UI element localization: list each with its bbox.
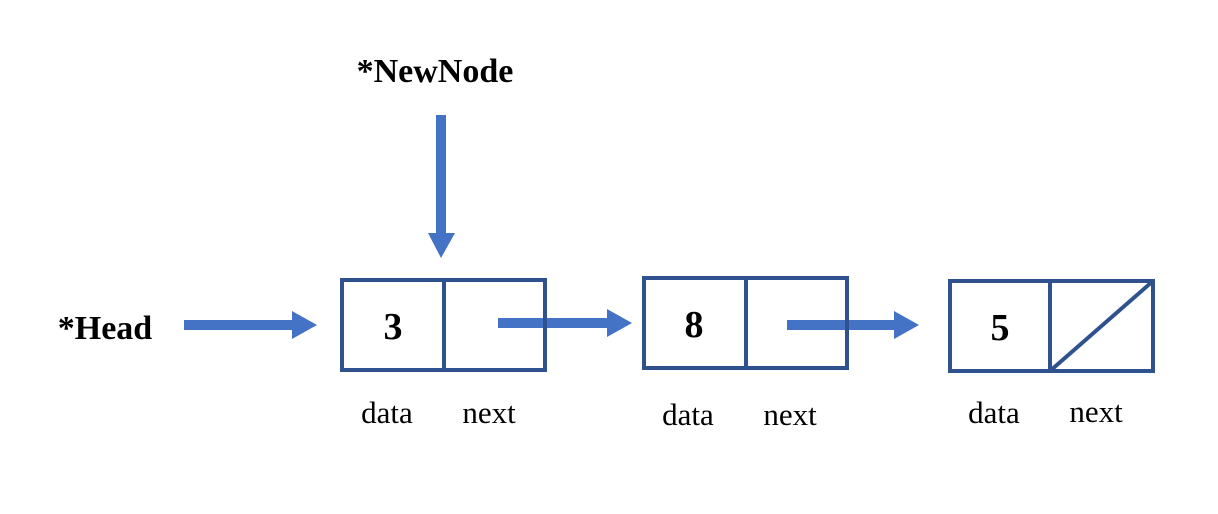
link-arrow-1 [498, 309, 632, 337]
new-node-label: *NewNode [357, 53, 514, 90]
node-3: 5 data next [948, 279, 1155, 430]
node-2-value: 8 [685, 304, 704, 346]
head-arrow [184, 311, 317, 339]
node-2-next-label: next [763, 397, 817, 432]
node-1-next-label: next [462, 395, 516, 430]
node-3-null-slash [1048, 279, 1155, 373]
node-1-next-cell [442, 278, 547, 372]
node-3-next-label: next [1069, 394, 1123, 429]
node-3-next-cell [1048, 279, 1155, 373]
node-1-data-label: data [361, 395, 413, 430]
node-2-data-label: data [662, 397, 714, 432]
node-3-data-label: data [968, 395, 1020, 430]
link-arrow-2 [787, 311, 919, 339]
node-2: 8 data next [642, 276, 849, 432]
head-label: *Head [58, 310, 153, 347]
node-2-next-cell [744, 276, 849, 370]
new-node-arrow [428, 115, 455, 258]
node-3-value: 5 [991, 307, 1010, 349]
node-1: 3 data next [340, 278, 547, 430]
node-1-value: 3 [384, 306, 403, 348]
